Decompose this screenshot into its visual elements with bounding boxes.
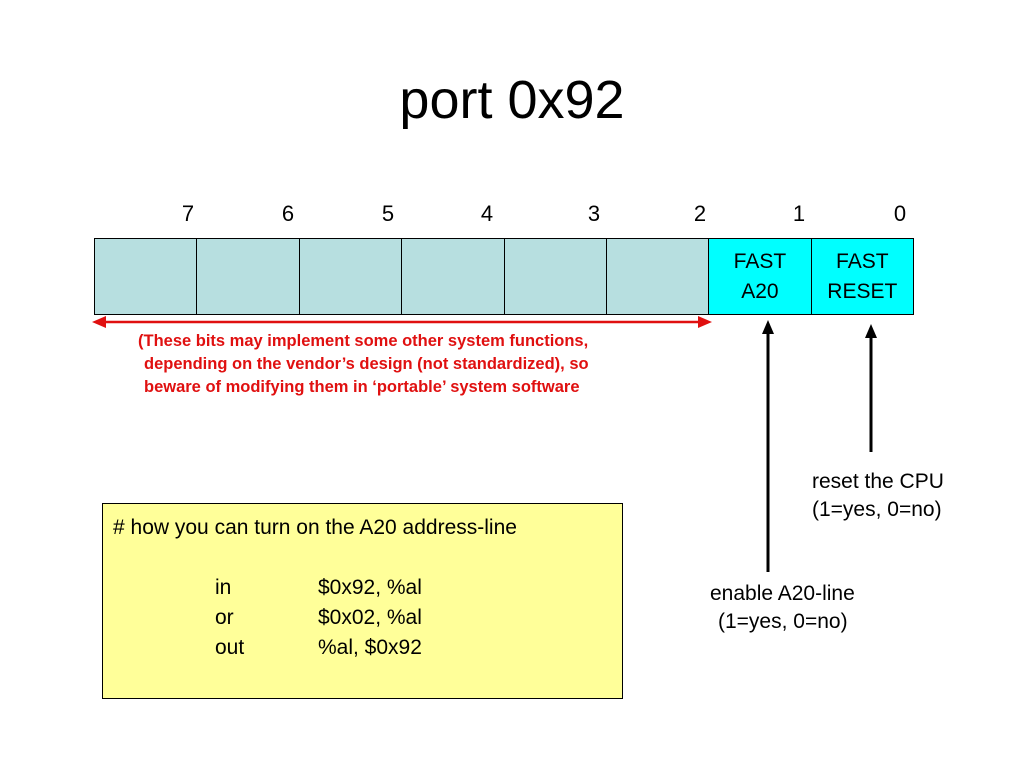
code-mnemonic: out	[215, 636, 245, 659]
code-comment: # how you can turn on the A20 address-li…	[113, 516, 517, 539]
code-mnemonic: in	[215, 576, 232, 599]
fast-reset-label-line1: FAST	[836, 249, 889, 273]
bit-number-4: 4	[480, 201, 494, 226]
code-mnemonic: or	[215, 606, 234, 629]
bit-number-0: 0	[893, 201, 907, 226]
bits-7-to-2-span-arrow	[92, 316, 712, 328]
a20-annotation-line1: enable A20-line	[710, 582, 855, 605]
bit-cell-fast-a20: FAST A20	[709, 239, 812, 314]
bit-cell-6	[197, 239, 300, 314]
code-example-box: # how you can turn on the A20 address-li…	[102, 503, 623, 699]
slide-title: port 0x92	[399, 70, 625, 130]
bit-number-7: 7	[181, 201, 195, 226]
fast-reset-label-line2: RESET	[827, 279, 898, 303]
reset-annotation: reset the CPU (1=yes, 0=no)	[812, 468, 944, 524]
fast-a20-label-line1: FAST	[733, 249, 787, 273]
a20-annotation: enable A20-line (1=yes, 0=no)	[710, 580, 855, 636]
reset-annotation-line1: reset the CPU	[812, 470, 944, 493]
bit-cell-4	[402, 239, 505, 314]
a20-annotation-line2: (1=yes, 0=no)	[718, 610, 848, 633]
a20-pointer-arrow	[762, 320, 774, 572]
fast-a20-label-line2: A20	[741, 279, 779, 303]
bit-cell-7	[95, 239, 198, 314]
bit-number-6: 6	[281, 201, 295, 226]
bit-number-2: 2	[693, 201, 707, 226]
warning-line-2: depending on the vendor’s design (not st…	[144, 355, 589, 373]
warning-line-3: beware of modifying them in ‘portable’ s…	[144, 378, 580, 396]
code-operands: $0x02, %al	[318, 606, 422, 629]
bit-number-3: 3	[587, 201, 601, 226]
bit-cell-5	[299, 239, 403, 314]
reset-annotation-line2: (1=yes, 0=no)	[812, 498, 942, 521]
reset-pointer-arrow	[865, 324, 877, 452]
bit-cell-3	[504, 239, 607, 314]
code-operands: %al, $0x92	[318, 636, 422, 659]
vendor-bits-warning: (These bits may implement some other sys…	[132, 330, 692, 399]
bit-cell-2	[606, 239, 710, 314]
bit-number-1: 1	[792, 201, 806, 226]
bit-cell-fast-reset: FAST RESET	[811, 239, 913, 314]
bit-number-5: 5	[381, 201, 395, 226]
code-operands: $0x92, %al	[318, 576, 422, 599]
warning-line-1: (These bits may implement some other sys…	[138, 332, 589, 350]
port-register: FAST A20 FAST RESET	[94, 238, 914, 315]
